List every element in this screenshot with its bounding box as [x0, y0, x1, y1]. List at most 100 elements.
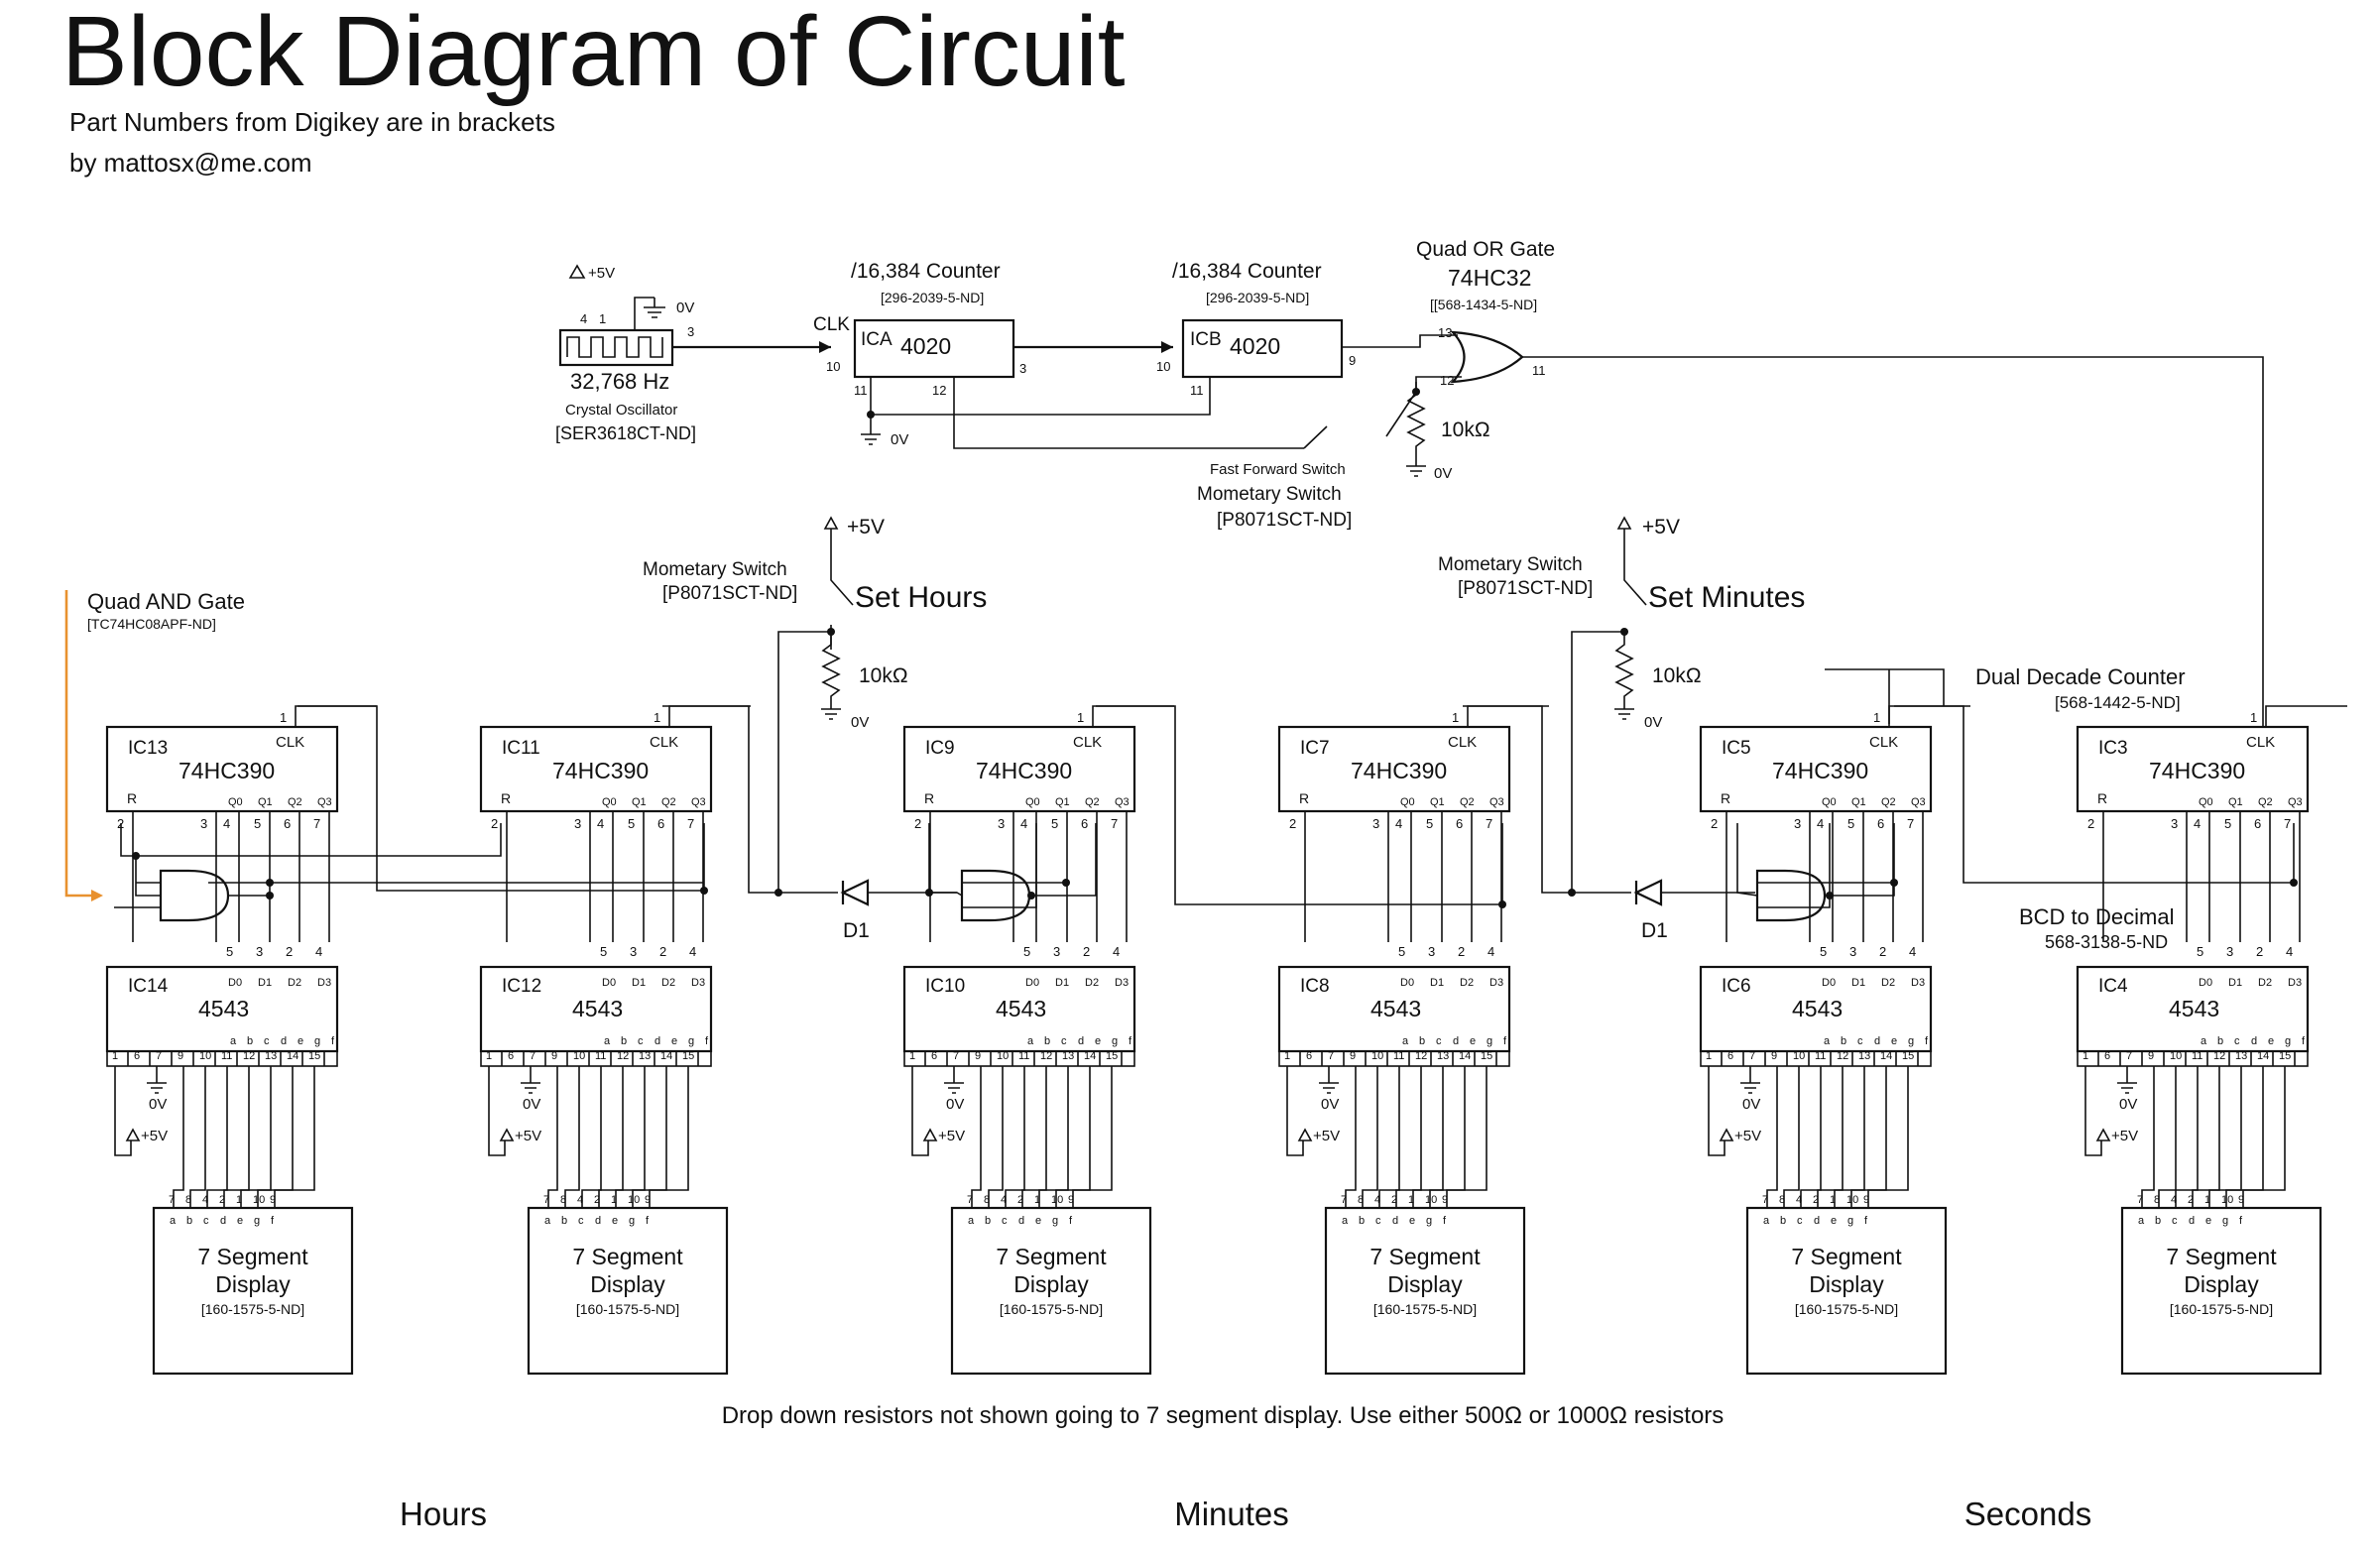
decoder-d-label: D1 [1851, 977, 1865, 989]
decoder-d-label: D3 [317, 977, 331, 989]
display-seg-letter: d [1392, 1215, 1398, 1227]
decoder-out-pin: 10 [573, 1050, 585, 1062]
decoder-out-pin: 12 [1837, 1050, 1848, 1062]
counter-id: IC9 [925, 738, 955, 759]
ica-pin-3: 3 [1019, 361, 1026, 376]
decoder-d-label: D0 [602, 977, 616, 989]
display-pin: 9 [270, 1194, 276, 1206]
display-pin: 8 [2154, 1194, 2160, 1206]
set-hours-wire [777, 631, 831, 893]
ground-icon [1740, 1066, 1760, 1094]
icb-pin-10: 10 [1156, 359, 1170, 374]
counter-pin-label: 3 [574, 816, 581, 831]
decoder-out-pin: 13 [639, 1050, 651, 1062]
counter-pin-label: 4 [597, 816, 604, 831]
counter-pin-label: 4 [1395, 816, 1402, 831]
decoder-seg-letter: e [1891, 1035, 1897, 1047]
decoder-d-label: D3 [2288, 977, 2302, 989]
display-pin: 8 [185, 1194, 191, 1206]
display-seg-letter: a [1763, 1215, 1770, 1227]
decoder-out-pin: 6 [1727, 1050, 1733, 1062]
decoder-out-pin: 1 [486, 1050, 492, 1062]
display-seg-letter: a [170, 1215, 177, 1227]
display-pin: 1 [1830, 1194, 1836, 1206]
counter-q-label: Q3 [2288, 796, 2303, 808]
junction-dot [1412, 388, 1420, 396]
decoder-out-pin: 12 [1415, 1050, 1427, 1062]
resistor-icon [1406, 382, 1426, 466]
decoder-out-pin: 1 [909, 1050, 915, 1062]
decoder-supply-label: +5V [141, 1128, 168, 1144]
ground-icon [2117, 1066, 2137, 1094]
ground-icon [1614, 708, 1634, 720]
display-part: [160-1575-5-ND] [1795, 1301, 1898, 1317]
display-line2: Display [590, 1271, 665, 1297]
decoder-in-pin: 5 [2197, 944, 2203, 959]
display-pin: 8 [560, 1194, 566, 1206]
counter-reset-label: R [924, 790, 934, 806]
decoder-out-pin: 12 [617, 1050, 629, 1062]
segment-wire [274, 1066, 315, 1208]
counter-chip-label: 74HC390 [552, 758, 649, 783]
decoder-d-label: D1 [1430, 977, 1444, 989]
decoder-out-pin: 15 [1481, 1050, 1492, 1062]
icb-chip [1181, 318, 1344, 379]
display-pin: 1 [1408, 1194, 1414, 1206]
segment-wire [2141, 1066, 2155, 1208]
decoder-seg-letter: e [2268, 1035, 2274, 1047]
decoder-out-pin: 1 [1706, 1050, 1712, 1062]
counter-pin-label: 3 [1372, 816, 1379, 831]
diode-d1-hours: D1 [843, 919, 870, 942]
decoder-out-pin: 13 [265, 1050, 277, 1062]
ica-ground-label: 0V [891, 431, 908, 448]
display-seg-letter: d [1814, 1215, 1820, 1227]
or-ground-label: 0V [1434, 465, 1452, 482]
ica-pin-11: 11 [854, 383, 868, 398]
supply-wire [488, 1066, 506, 1156]
supply-wire [2084, 1066, 2102, 1156]
counter-pin-label: 2 [914, 816, 921, 831]
and-gate-seconds [1755, 869, 1827, 922]
decoder-chip-label: 4543 [2169, 996, 2219, 1021]
ica-chip [853, 318, 1015, 379]
display-pin: 2 [2188, 1194, 2194, 1206]
junction-dot [867, 411, 875, 419]
display-seg-letter: c [1375, 1215, 1381, 1227]
display-part: [160-1575-5-ND] [1373, 1301, 1477, 1317]
osc-gnd-wire [634, 297, 654, 332]
supply-arrow-icon [1616, 516, 1632, 530]
seven-segment-display [1324, 1206, 1526, 1376]
decoder-supply-label: +5V [938, 1128, 965, 1144]
display-pin: 2 [1813, 1194, 1819, 1206]
segment-wire [206, 1066, 228, 1208]
decoder-pin-strip [2077, 1050, 2309, 1067]
decoder-in-pin: 5 [1820, 944, 1827, 959]
junction-dot [2290, 879, 2298, 887]
decade-counter-title: Dual Decade Counter [1975, 664, 2186, 689]
counter-ica: /16,384 Counter [296-2039-5-ND] CLK ICA … [813, 260, 1304, 449]
counter-clk-label: CLK [1073, 734, 1102, 751]
decoder-out-pin: 10 [1371, 1050, 1383, 1062]
osc-name: Crystal Oscillator [565, 402, 677, 419]
decoder-seg-letter: g [314, 1035, 320, 1047]
decoder-out-pin: 9 [178, 1050, 183, 1062]
counter-q-label: Q1 [1055, 796, 1070, 808]
segment-wire [1021, 1066, 1047, 1208]
decoder-out-pin: 1 [2082, 1050, 2088, 1062]
decoder-seg-letter: f [1129, 1035, 1132, 1047]
decoder-out-pin: 13 [1062, 1050, 1074, 1062]
display-seg-letter: g [1847, 1215, 1853, 1227]
bcd-decoder-part: 568-3138-5-ND [2045, 932, 2168, 952]
counter-id: IC3 [2098, 738, 2128, 759]
display-part: [160-1575-5-ND] [2170, 1301, 2273, 1317]
decoder-seg-letter: d [654, 1035, 660, 1047]
counter-q-label: Q1 [1430, 796, 1445, 808]
segment-wire [223, 1066, 250, 1208]
icb-chip-label: 4020 [1230, 333, 1280, 359]
seven-segment-display [152, 1206, 354, 1376]
counter-pin-label: 3 [1794, 816, 1801, 831]
display-line2: Display [215, 1271, 291, 1297]
display-seg-letter: d [2189, 1215, 2195, 1227]
counter-reset-label: R [127, 790, 137, 806]
